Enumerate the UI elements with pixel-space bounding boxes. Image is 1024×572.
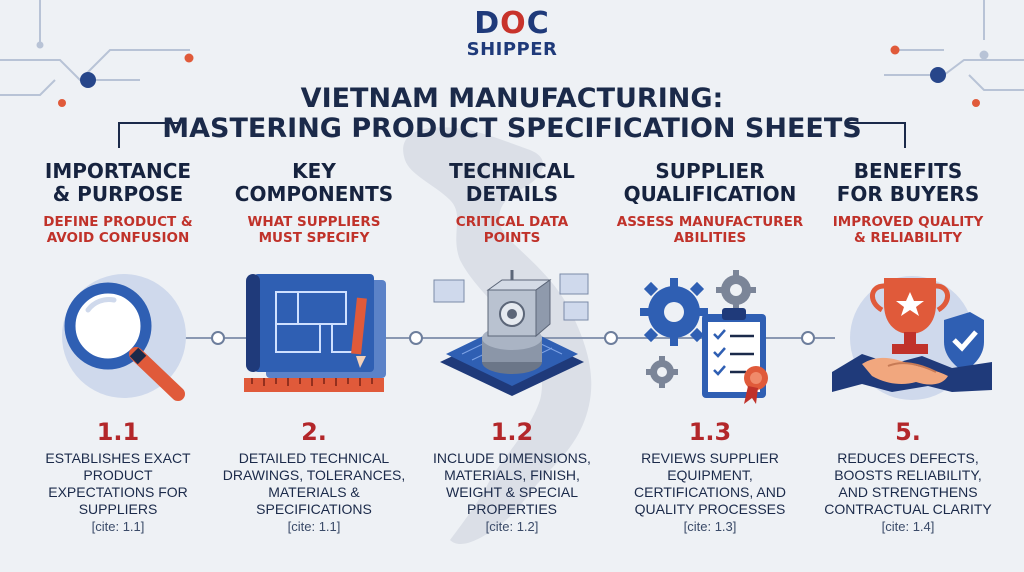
docshipper-logo: DOC SHIPPER [0,8,1024,60]
logo-wordmark-doc: DOC [474,6,550,41]
column-subheading: WHAT SUPPLIERS MUST SPECIFY [247,214,381,246]
column-number: 2. [301,418,327,446]
connector-node [409,331,423,345]
logo-wordmark-shipper: SHIPPER [466,39,558,60]
column-heading: SUPPLIER QUALIFICATION [623,159,797,206]
magnifying-glass-icon [38,268,198,408]
title-line-2: MASTERING PRODUCT SPECIFICATION SHEETS [162,113,862,144]
machine-part-icon [432,268,592,408]
column-technical-details: TECHNICAL DETAILS CRITICAL DATA POINTS [412,160,612,248]
column-description: INCLUDE DIMENSIONS, MATERIALS, FINISH, W… [412,450,612,535]
column-supplier-qualification: SUPPLIER QUALIFICATION ASSESS MANUFACTUR… [610,160,810,248]
column-benefits-for-buyers: BENEFITS FOR BUYERS IMPROVED QUALITY & R… [808,160,1008,248]
connector-node [801,331,815,345]
column-description: REDUCES DEFECTS, BOOSTS RELIABILITY, AND… [808,450,1008,535]
column-number: 1.1 [96,418,140,446]
column-heading: KEY COMPONENTS [234,159,394,206]
circuit-decoration-right [884,0,1024,107]
circuit-decoration-left [0,0,194,107]
connector-node [604,331,618,345]
blueprint-icon [236,268,396,408]
column-description: ESTABLISHES EXACT PRODUCT EXPECTATIONS F… [18,450,218,535]
citation: [cite: 1.2] [485,519,539,534]
column-heading: IMPORTANCE & PURPOSE [44,159,192,206]
title-bracket-right [846,122,906,148]
column-description: REVIEWS SUPPLIER EQUIPMENT, CERTIFICATIO… [610,450,810,535]
title-bracket-left [118,122,178,148]
connector-node [211,331,225,345]
column-subheading: CRITICAL DATA POINTS [455,214,569,246]
page-title: VIETNAM MANUFACTURING: MASTERING PRODUCT… [0,84,1024,144]
column-subheading: DEFINE PRODUCT & AVOID CONFUSION [43,214,193,246]
column-key-components: KEY COMPONENTS WHAT SUPPLIERS MUST SPECI… [214,160,414,248]
column-importance-purpose: IMPORTANCE & PURPOSE DEFINE PRODUCT & AV… [18,160,218,248]
column-number: 1.2 [490,418,534,446]
citation: [cite: 1.4] [881,519,935,534]
gears-checklist-icon [632,268,792,408]
column-number: 1.3 [688,418,732,446]
column-subheading: ASSESS MANUFACTURER ABILITIES [616,214,804,246]
citation: [cite: 1.3] [683,519,737,534]
title-line-1: VIETNAM MANUFACTURING: [300,83,724,114]
logo-plane-o: O [500,6,527,41]
trophy-handshake-icon [832,268,992,408]
column-description: DETAILED TECHNICAL DRAWINGS, TOLERANCES,… [214,450,414,535]
citation: [cite: 1.1] [287,519,341,534]
column-number: 5. [895,418,921,446]
column-heading: TECHNICAL DETAILS [449,159,575,206]
column-subheading: IMPROVED QUALITY & RELIABILITY [832,214,984,246]
citation: [cite: 1.1] [91,519,145,534]
vietnam-map-silhouette [403,127,592,545]
column-heading: BENEFITS FOR BUYERS [836,159,980,206]
